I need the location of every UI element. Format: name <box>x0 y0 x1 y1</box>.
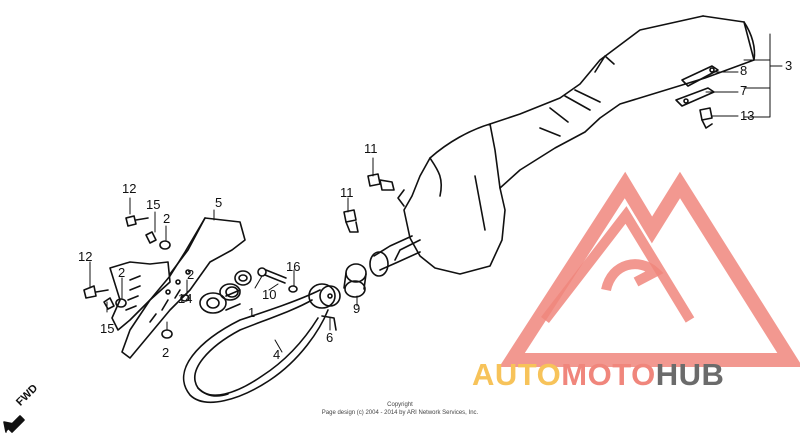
callout-16: 16 <box>286 259 301 274</box>
callout-15-left: 15 <box>100 321 115 336</box>
copyright-notice: Copyright Page design (c) 2004 - 2014 by… <box>300 402 500 417</box>
wordmark-auto: AUTO <box>472 357 562 392</box>
callout-9: 9 <box>353 301 361 316</box>
copyright-line-1: Copyright <box>387 402 413 408</box>
part-15-collars <box>103 231 157 310</box>
part-6-joint <box>308 283 341 331</box>
exhaust-flange <box>199 289 241 314</box>
part-1-gasket <box>219 283 241 301</box>
callout-3: 3 <box>785 58 793 73</box>
callout-11-lower: 11 <box>340 185 354 200</box>
part-11-bolt-lower <box>343 209 359 233</box>
callout-7: 7 <box>740 83 748 98</box>
front-pipe <box>369 235 421 277</box>
fwd-arrow-icon <box>3 415 25 433</box>
wordmark-moto: MOTO <box>561 357 656 392</box>
callout-11-upper: 11 <box>364 141 378 156</box>
callout-2-mid: 2 <box>187 267 195 282</box>
part-11-bolt-upper <box>367 173 395 191</box>
automotohub-logo-icon <box>499 171 800 367</box>
callout-8: 8 <box>740 63 748 78</box>
callout-12-top: 12 <box>122 181 137 196</box>
part-12-bolt-top <box>125 215 149 227</box>
part-9-collar <box>343 263 367 298</box>
callout-10: 10 <box>262 287 277 302</box>
callout-2-top: 2 <box>163 211 171 226</box>
part-16-washer <box>288 285 298 293</box>
callout-5: 5 <box>215 195 223 210</box>
copyright-line-2: Page design (c) 2004 - 2014 by ARI Netwo… <box>321 409 479 416</box>
callout-2-left: 2 <box>118 265 126 280</box>
wordmark-hub: HUB <box>655 357 725 392</box>
callout-4: 4 <box>273 347 281 362</box>
callout-1: 1 <box>248 305 256 320</box>
part-13-clip <box>699 107 713 129</box>
callout-2-bottom: 2 <box>162 345 170 360</box>
callout-15-top: 15 <box>146 197 161 212</box>
callout-13: 13 <box>740 108 755 123</box>
part-10-bolt <box>257 267 287 284</box>
automotohub-wordmark: AUTOMOTOHUB <box>472 357 724 393</box>
leader-lines <box>89 33 783 353</box>
mounting-bracket <box>109 261 171 331</box>
callout-14: 14 <box>178 291 193 306</box>
muffler <box>394 15 756 275</box>
callout-12-left: 12 <box>78 249 93 264</box>
part-4-exhaust-pipe <box>183 289 329 403</box>
part-14-washer <box>234 270 252 286</box>
part-7-strap <box>675 87 715 107</box>
part-5-heat-shield <box>121 217 246 359</box>
callout-6: 6 <box>326 330 334 345</box>
part-12-bolt-left <box>83 285 109 299</box>
